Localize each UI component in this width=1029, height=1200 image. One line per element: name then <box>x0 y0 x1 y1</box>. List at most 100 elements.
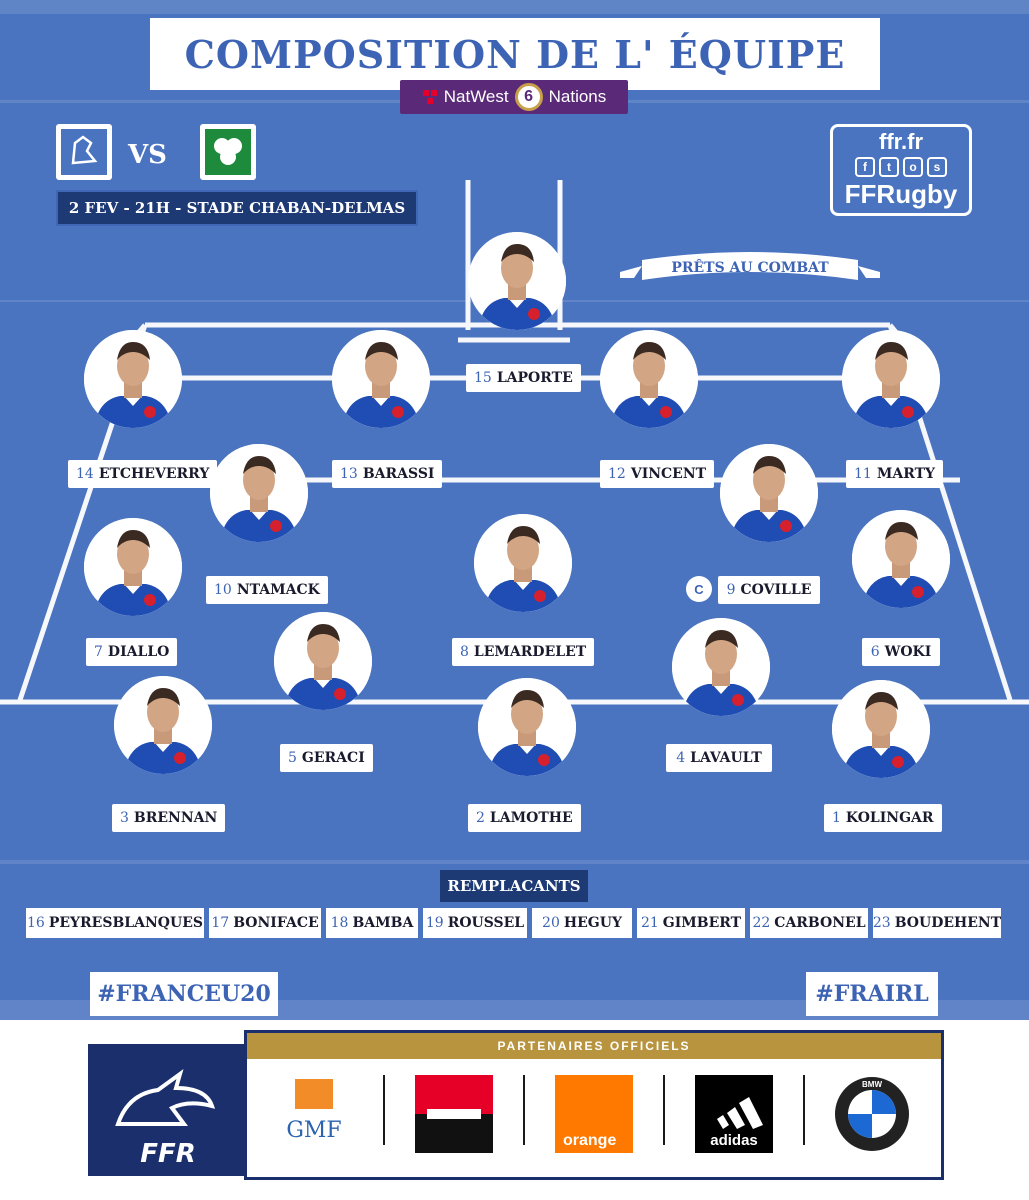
player-name: DIALLO <box>107 644 170 660</box>
sponsor-right: Nations <box>548 87 607 106</box>
svg-text:adidas: adidas <box>710 1132 758 1149</box>
societe-generale-logo <box>415 1075 493 1153</box>
field-background <box>0 0 1029 1020</box>
hashtag-right: #FRAIRL <box>806 972 938 1016</box>
social-handle: FFRugby <box>844 179 958 209</box>
player-number: 14 <box>76 466 94 482</box>
svg-text:orange: orange <box>563 1132 616 1149</box>
six-nations-icon: 6 <box>514 83 543 111</box>
partner-divider <box>383 1075 385 1145</box>
partner-divider <box>523 1075 525 1145</box>
svg-text:FFR: FFR <box>140 1139 196 1169</box>
player-photo <box>842 330 940 428</box>
bmw-logo: BMW <box>835 1077 909 1151</box>
natwest-cubes-icon <box>422 90 437 104</box>
player-name: GERACI <box>301 750 365 766</box>
partners-panel: PARTENAIRES OFFICIELS GMF orange adidas <box>244 1030 944 1180</box>
ffr-logo: FFR <box>88 1044 248 1176</box>
player-number: 6 <box>870 644 880 660</box>
player-name: COVILLE <box>740 582 812 598</box>
player-name: LAVAULT <box>690 750 762 766</box>
orange-logo: orange <box>555 1075 633 1153</box>
player-name: LAPORTE <box>496 370 573 386</box>
player-photo <box>852 510 950 608</box>
player-photo <box>114 676 212 774</box>
gmf-logo: GMF <box>275 1075 353 1153</box>
player-number: 15 <box>474 370 492 386</box>
ribbon-banner: PRÊTS AU COMBAT <box>620 252 880 280</box>
player-number: 5 <box>288 750 297 766</box>
adidas-logo: adidas <box>695 1075 773 1153</box>
player-number: 7 <box>94 644 103 660</box>
partner-divider <box>803 1075 805 1145</box>
player-number: 2 <box>476 810 485 826</box>
player-number: 11 <box>854 466 872 482</box>
player-number: 1 <box>832 810 841 826</box>
player-photo <box>600 330 698 428</box>
player-number: 10 <box>214 582 232 598</box>
player-photo <box>478 678 576 776</box>
player-name: WOKI <box>884 644 932 660</box>
player-name: BRENNAN <box>133 810 218 826</box>
player-name: LEMARDELET <box>473 644 587 660</box>
player-photo <box>468 232 566 330</box>
player-number: 3 <box>120 810 129 826</box>
snapchat-icon: s <box>927 157 947 177</box>
player-name: MARTY <box>876 466 935 482</box>
player-photo <box>274 612 372 710</box>
player-photo <box>832 680 930 778</box>
page-title: COMPOSITION DE L' ÉQUIPE <box>184 31 846 77</box>
player-photo <box>84 518 182 616</box>
player-photo <box>474 514 572 612</box>
player-photo <box>672 618 770 716</box>
partner-divider <box>663 1075 665 1145</box>
website-label: ffr.fr <box>879 129 923 154</box>
sponsor-left: NatWest <box>443 87 509 106</box>
player-name: NTAMACK <box>236 582 320 598</box>
partners-title: PARTENAIRES OFFICIELS <box>247 1033 941 1059</box>
subs-title: REMPLACANTS <box>440 870 588 902</box>
france-crest-icon <box>56 124 112 180</box>
player-photo <box>210 444 308 542</box>
svg-text:BMW: BMW <box>862 1080 882 1089</box>
banner-text: PRÊTS AU COMBAT <box>671 258 829 276</box>
player-photo <box>720 444 818 542</box>
player-name: ETCHEVERRY <box>98 466 210 482</box>
player-number: 12 <box>608 466 626 482</box>
player-number: 4 <box>676 750 686 766</box>
player-name: BARASSI <box>362 466 435 482</box>
player-name: VINCENT <box>630 466 707 482</box>
sponsor-badge: NatWest 6 Nations <box>400 80 628 114</box>
ireland-crest-icon <box>200 124 256 180</box>
instagram-icon: o <box>903 157 923 177</box>
player-name: LAMOTHE <box>489 810 573 826</box>
captain-badge: C <box>686 576 712 602</box>
svg-text:GMF: GMF <box>286 1118 341 1143</box>
player-number: 13 <box>340 466 358 482</box>
player-number: 8 <box>460 644 469 660</box>
facebook-icon: f <box>855 157 875 177</box>
hashtag-left: #FRANCEU20 <box>90 972 278 1016</box>
player-name: KOLINGAR <box>845 810 934 826</box>
